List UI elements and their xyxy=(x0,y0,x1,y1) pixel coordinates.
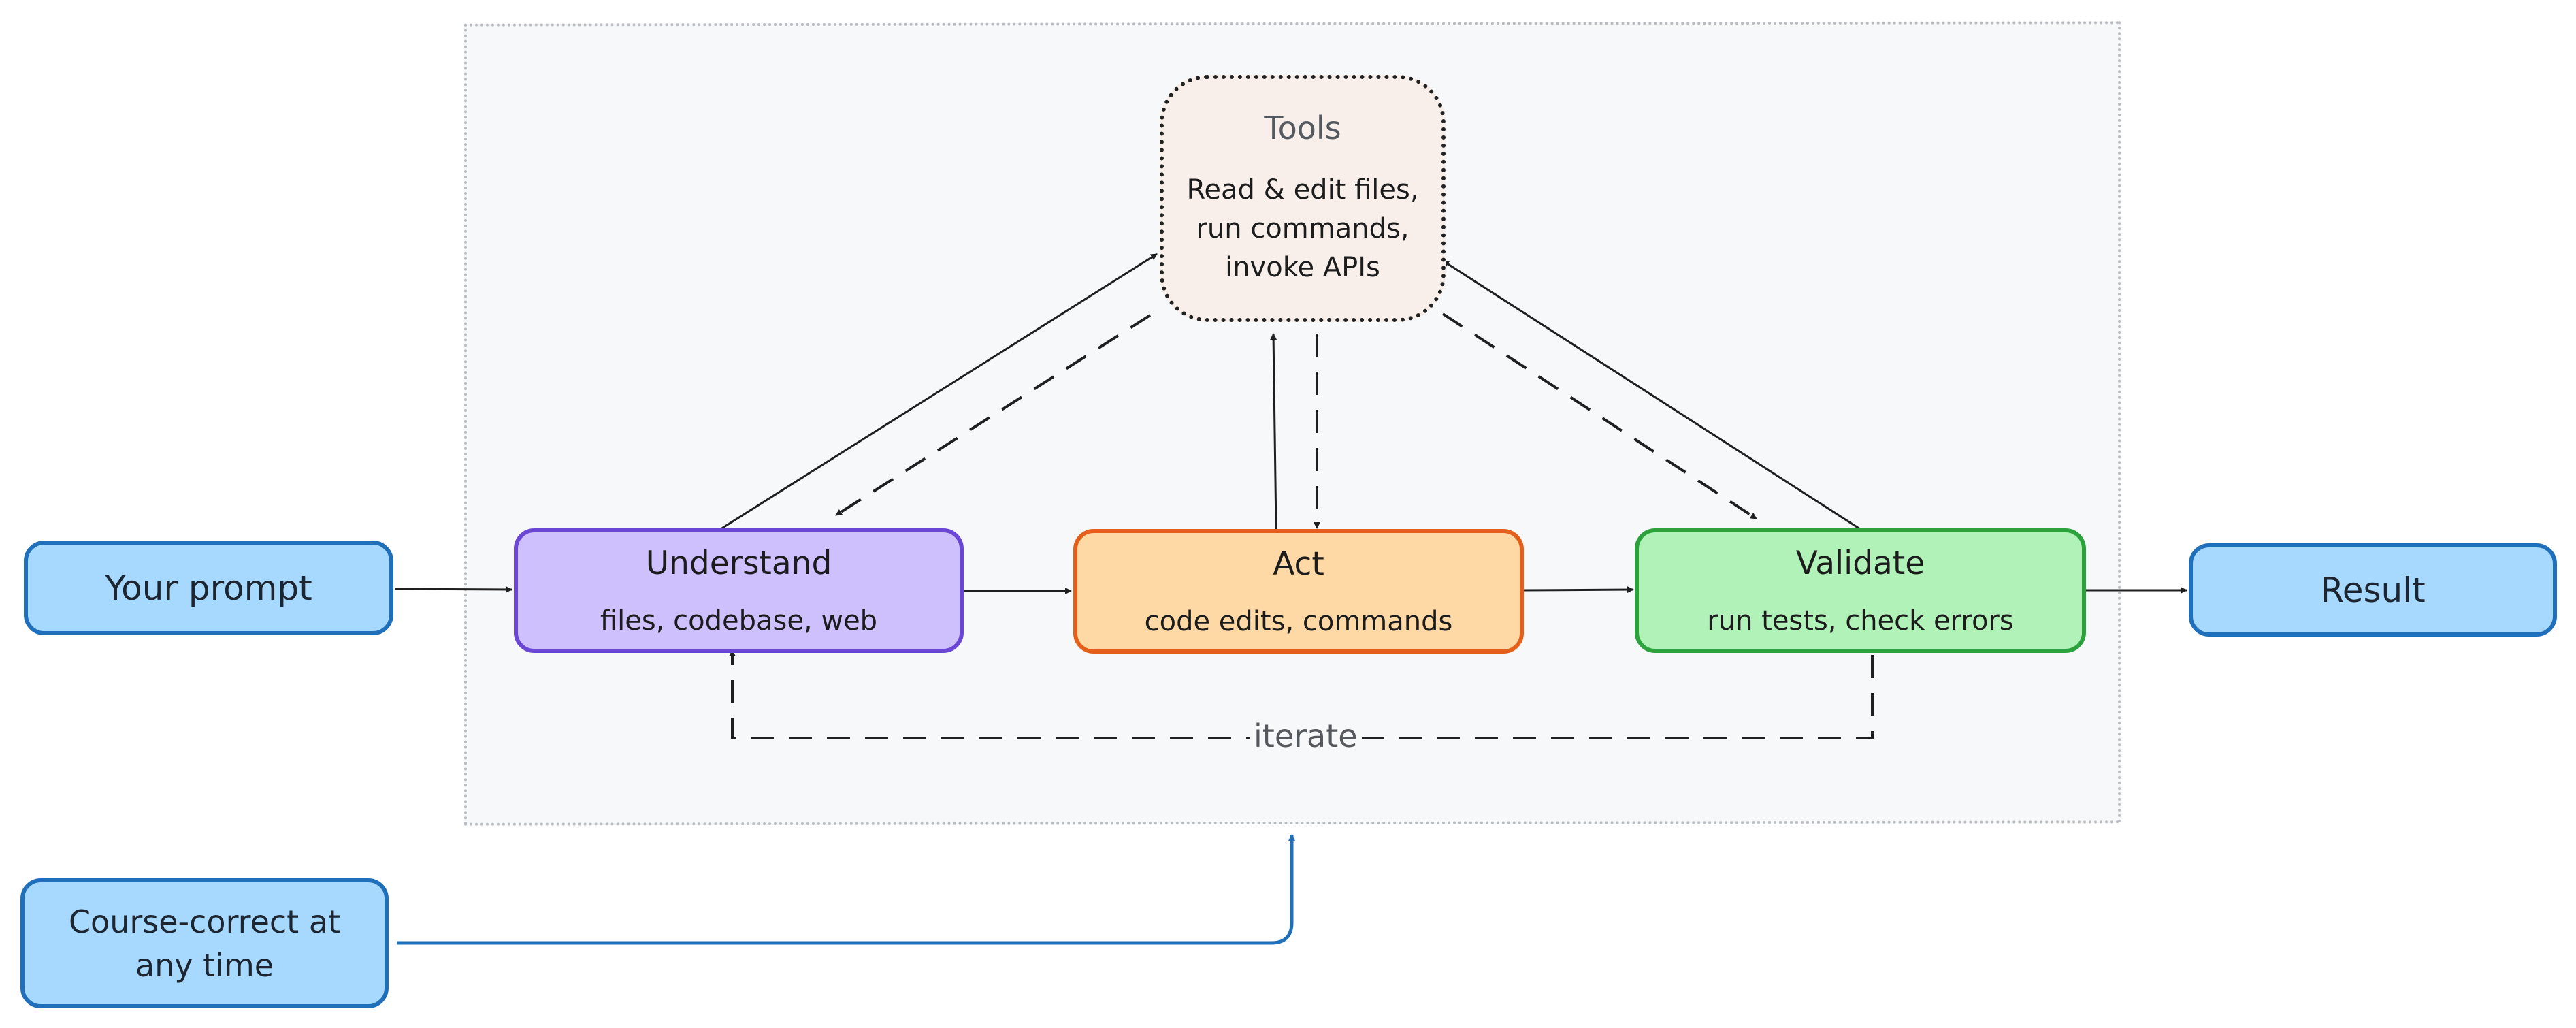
your-prompt-label: Your prompt xyxy=(105,568,312,608)
edge-validate-to-tools xyxy=(1442,259,1861,530)
act-subtitle: code edits, commands xyxy=(1144,606,1453,637)
tools-title: Tools xyxy=(1264,110,1341,146)
your-prompt-node: Your prompt xyxy=(24,541,393,635)
edge-tools-to-understand xyxy=(834,314,1152,517)
edge-tools-to-validate xyxy=(1441,312,1758,520)
validate-subtitle: run tests, check errors xyxy=(1707,605,2014,637)
tools-line-1: Read & edit files, xyxy=(1186,174,1419,206)
validate-title: Validate xyxy=(1795,545,1925,582)
tools-description: Read & edit files, run commands, invoke … xyxy=(1186,171,1418,287)
iterate-label: iterate xyxy=(1250,718,1362,754)
understand-subtitle: files, codebase, web xyxy=(600,605,878,637)
result-node: Result xyxy=(2189,543,2557,637)
result-label: Result xyxy=(2320,570,2426,610)
course-correct-label: Course-correct at any time xyxy=(68,903,341,984)
tools-line-3: invoke APIs xyxy=(1225,252,1380,283)
edge-understand-to-tools xyxy=(720,253,1158,530)
act-node: Act code edits, commands xyxy=(1073,529,1524,654)
edge-act-to-tools xyxy=(1270,333,1277,530)
tools-node: Tools Read & edit files, run commands, i… xyxy=(1160,75,1446,322)
act-title: Act xyxy=(1273,545,1324,583)
edge-course-correct-to-loop xyxy=(397,834,1295,945)
course-correct-node: Course-correct at any time xyxy=(20,878,389,1008)
understand-node: Understand files, codebase, web xyxy=(514,528,964,653)
tools-line-2: run commands, xyxy=(1196,213,1409,244)
edge-prompt-to-understand xyxy=(394,585,512,593)
understand-title: Understand xyxy=(645,545,832,582)
validate-node: Validate run tests, check errors xyxy=(1635,528,2086,653)
